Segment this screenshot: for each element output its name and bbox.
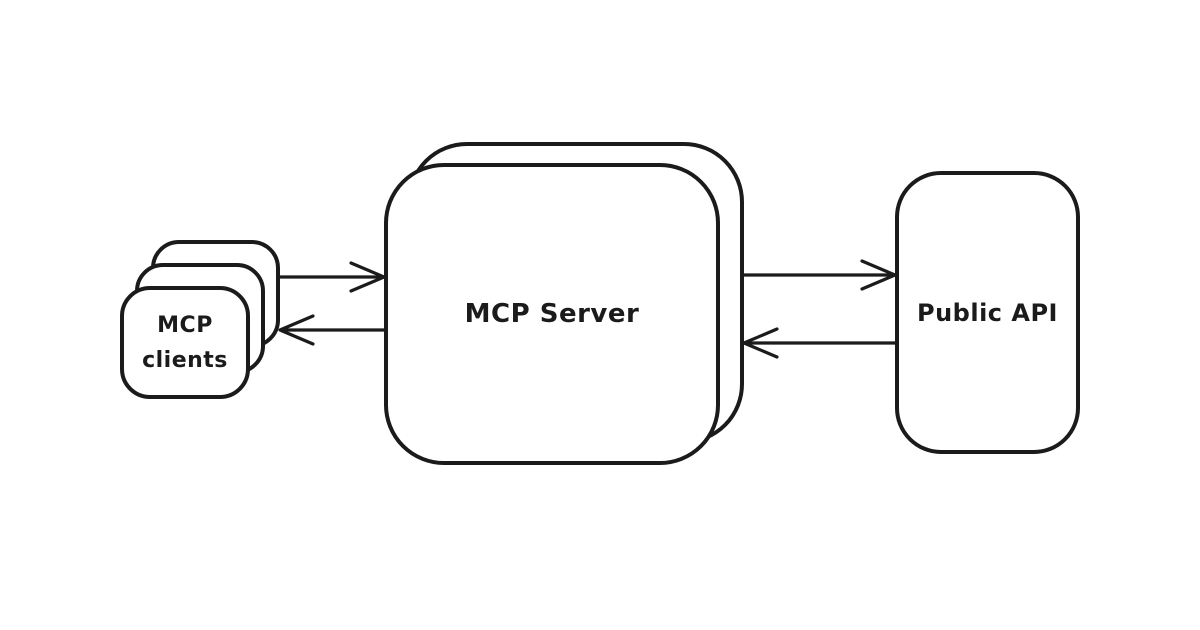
arrow-api-to-server-icon: [742, 327, 897, 359]
node-mcp-server-stack: [384, 142, 744, 465]
mcp-server-card-front: [384, 163, 720, 465]
arrow-clients-to-server-icon: [278, 261, 386, 293]
edges: [278, 259, 897, 359]
arrow-server-to-api-icon: [740, 259, 897, 291]
arrow-server-to-clients-icon: [278, 314, 386, 346]
node-public-api: [895, 171, 1080, 454]
diagram-strokes: [120, 142, 1080, 465]
mcp-clients-card-front: [120, 286, 250, 399]
public-api-box: [895, 171, 1080, 454]
node-mcp-clients-stack: [120, 240, 280, 399]
